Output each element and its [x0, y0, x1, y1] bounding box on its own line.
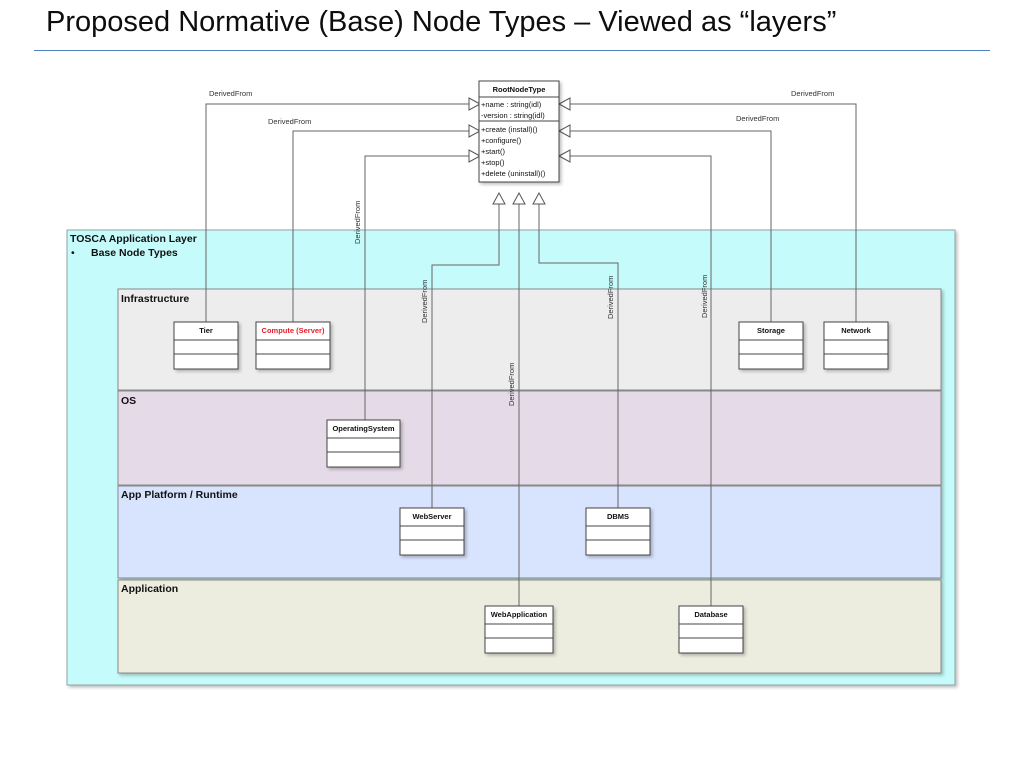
operating-system-class: OperatingSystem	[326, 419, 401, 468]
root-class-name: RootNodeType	[493, 85, 546, 94]
infrastructure-layer-label: Infrastructure	[121, 293, 189, 305]
platform-layer-label: App Platform / Runtime	[121, 489, 238, 501]
root-operation: +create (install)()	[481, 125, 538, 134]
edge-database-root	[569, 155, 712, 606]
database-class-name: Database	[694, 610, 727, 619]
edge-label-compute: DerivedFrom	[268, 117, 311, 126]
web-application-class-name: WebApplication	[491, 610, 548, 619]
infrastructure-layer	[117, 288, 942, 391]
edge-label-network: DerivedFrom	[791, 89, 834, 98]
edge-label-os: DerivedFrom	[353, 201, 362, 244]
arrowhead-dbms	[532, 191, 546, 205]
edge-os-root	[364, 155, 470, 420]
os-layer	[117, 390, 942, 486]
arrowhead-compute	[468, 124, 482, 138]
root-attribute: -version : string(idl)	[481, 111, 545, 120]
edge-compute-root	[292, 130, 470, 322]
edge-dbms-root	[538, 204, 619, 508]
dbms-class: DBMS	[585, 507, 651, 556]
os-layer-label: OS	[121, 395, 136, 407]
root-node-type-class: RootNodeType +name : string(idl) -versio…	[478, 80, 560, 183]
web-server-class-name: WebServer	[412, 512, 451, 521]
storage-class: Storage	[738, 321, 804, 370]
arrowhead-os	[468, 149, 482, 163]
root-operation: +configure()	[481, 136, 522, 145]
edge-label-webapp: DerivedFrom	[507, 363, 516, 406]
tier-class: Tier	[173, 321, 239, 370]
edge-label-webserver: DerivedFrom	[420, 280, 429, 323]
web-server-class: WebServer	[399, 507, 465, 556]
dbms-class-name: DBMS	[607, 512, 629, 521]
edge-label-dbms: DerivedFrom	[606, 276, 615, 319]
compute-class: Compute (Server)	[255, 321, 331, 370]
edge-network-root	[569, 103, 857, 322]
web-application-class: WebApplication	[484, 605, 554, 654]
app-layer-subtitle: Base Node Types	[91, 247, 178, 259]
arrowhead-network	[557, 97, 571, 111]
title-divider	[34, 50, 990, 51]
slide-title: Proposed Normative (Base) Node Types – V…	[46, 6, 837, 38]
edge-label-database: DerivedFrom	[700, 275, 709, 318]
arrowhead-tier	[468, 97, 482, 111]
database-class: Database	[678, 605, 744, 654]
arrowhead-database	[557, 149, 571, 163]
app-layer-bullet: •	[71, 247, 75, 259]
root-operation: +delete (uninstall)()	[481, 169, 546, 178]
edge-label-tier: DerivedFrom	[209, 89, 252, 98]
edge-storage-root	[569, 130, 772, 322]
app-layer-title: TOSCA Application Layer	[70, 233, 197, 245]
storage-class-name: Storage	[757, 326, 785, 335]
root-operation: +stop()	[481, 158, 505, 167]
root-operation: +start()	[481, 147, 505, 156]
compute-class-name: Compute (Server)	[262, 326, 325, 335]
application-layer-label: Application	[121, 583, 178, 595]
platform-layer	[117, 485, 942, 579]
arrowhead-storage	[557, 124, 571, 138]
edge-tier-root	[205, 103, 470, 322]
operating-system-class-name: OperatingSystem	[332, 424, 394, 433]
network-class: Network	[823, 321, 889, 370]
edge-webserver-root	[431, 204, 500, 508]
arrowhead-webserver	[492, 191, 506, 205]
edge-label-storage: DerivedFrom	[736, 114, 779, 123]
arrowhead-webapp	[512, 191, 526, 205]
tier-class-name: Tier	[199, 326, 213, 335]
network-class-name: Network	[841, 326, 871, 335]
root-attribute: +name : string(idl)	[481, 100, 542, 109]
